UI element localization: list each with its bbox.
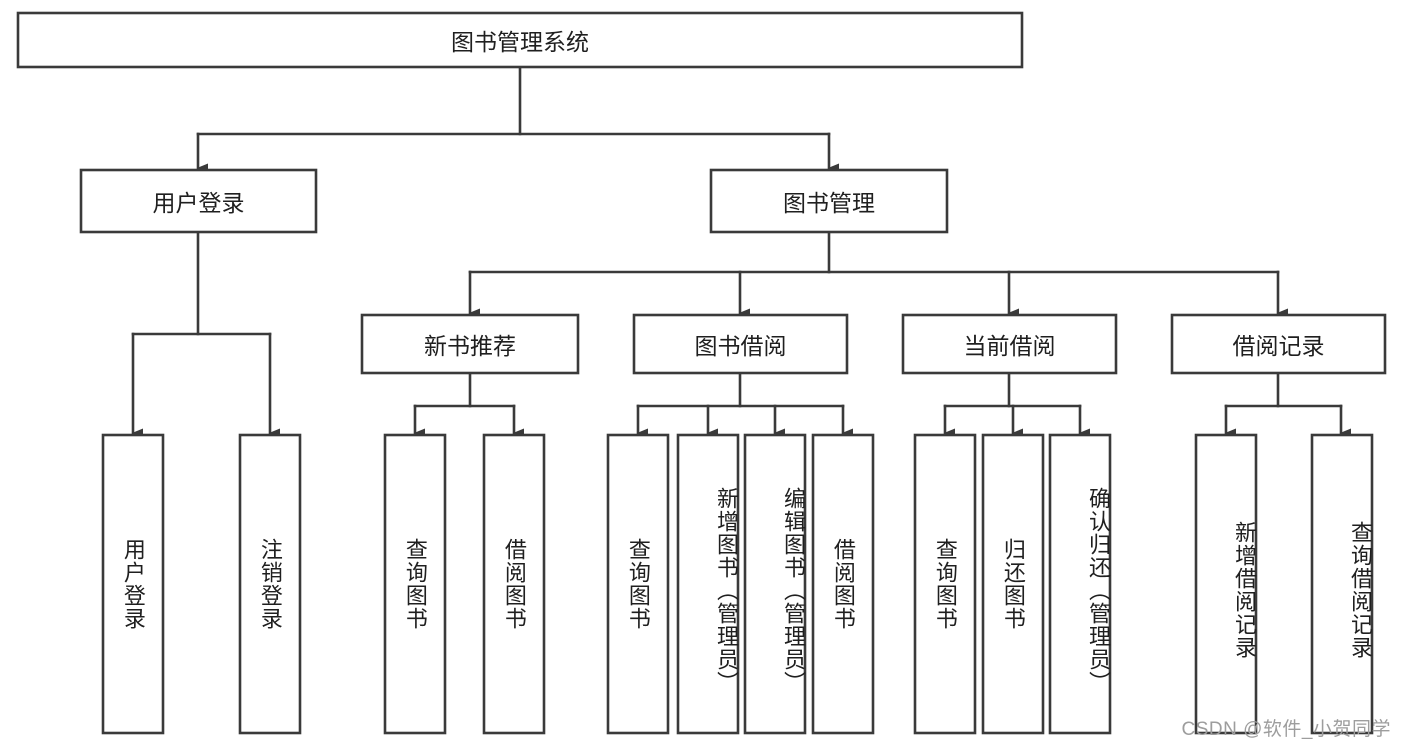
node-box-leaf-10[interactable]	[1048, 433, 1112, 735]
node-box-leaf-1[interactable]	[238, 433, 302, 735]
node-box-leaf-11[interactable]	[1194, 433, 1258, 735]
node-box-leaf-9[interactable]	[981, 433, 1045, 735]
connector-layer	[131, 65, 1351, 438]
node-box-leaf-3[interactable]	[482, 433, 546, 735]
node-box-leaf-8[interactable]	[913, 433, 977, 735]
node-box-leaf-4[interactable]	[606, 433, 670, 735]
box-layer	[16, 11, 1387, 735]
node-box-leaf-6[interactable]	[743, 433, 807, 735]
node-box-level3-2[interactable]	[901, 313, 1118, 375]
node-box-level3-1[interactable]	[632, 313, 849, 375]
node-box-root-0[interactable]	[16, 11, 1024, 69]
node-box-level2-0[interactable]	[79, 168, 318, 234]
node-box-level3-3[interactable]	[1170, 313, 1387, 375]
node-box-level3-0[interactable]	[360, 313, 580, 375]
node-box-leaf-2[interactable]	[383, 433, 447, 735]
node-box-level2-1[interactable]	[709, 168, 949, 234]
node-box-leaf-0[interactable]	[101, 433, 165, 735]
node-box-leaf-5[interactable]	[676, 433, 740, 735]
node-box-leaf-12[interactable]	[1310, 433, 1374, 735]
node-box-leaf-7[interactable]	[811, 433, 875, 735]
